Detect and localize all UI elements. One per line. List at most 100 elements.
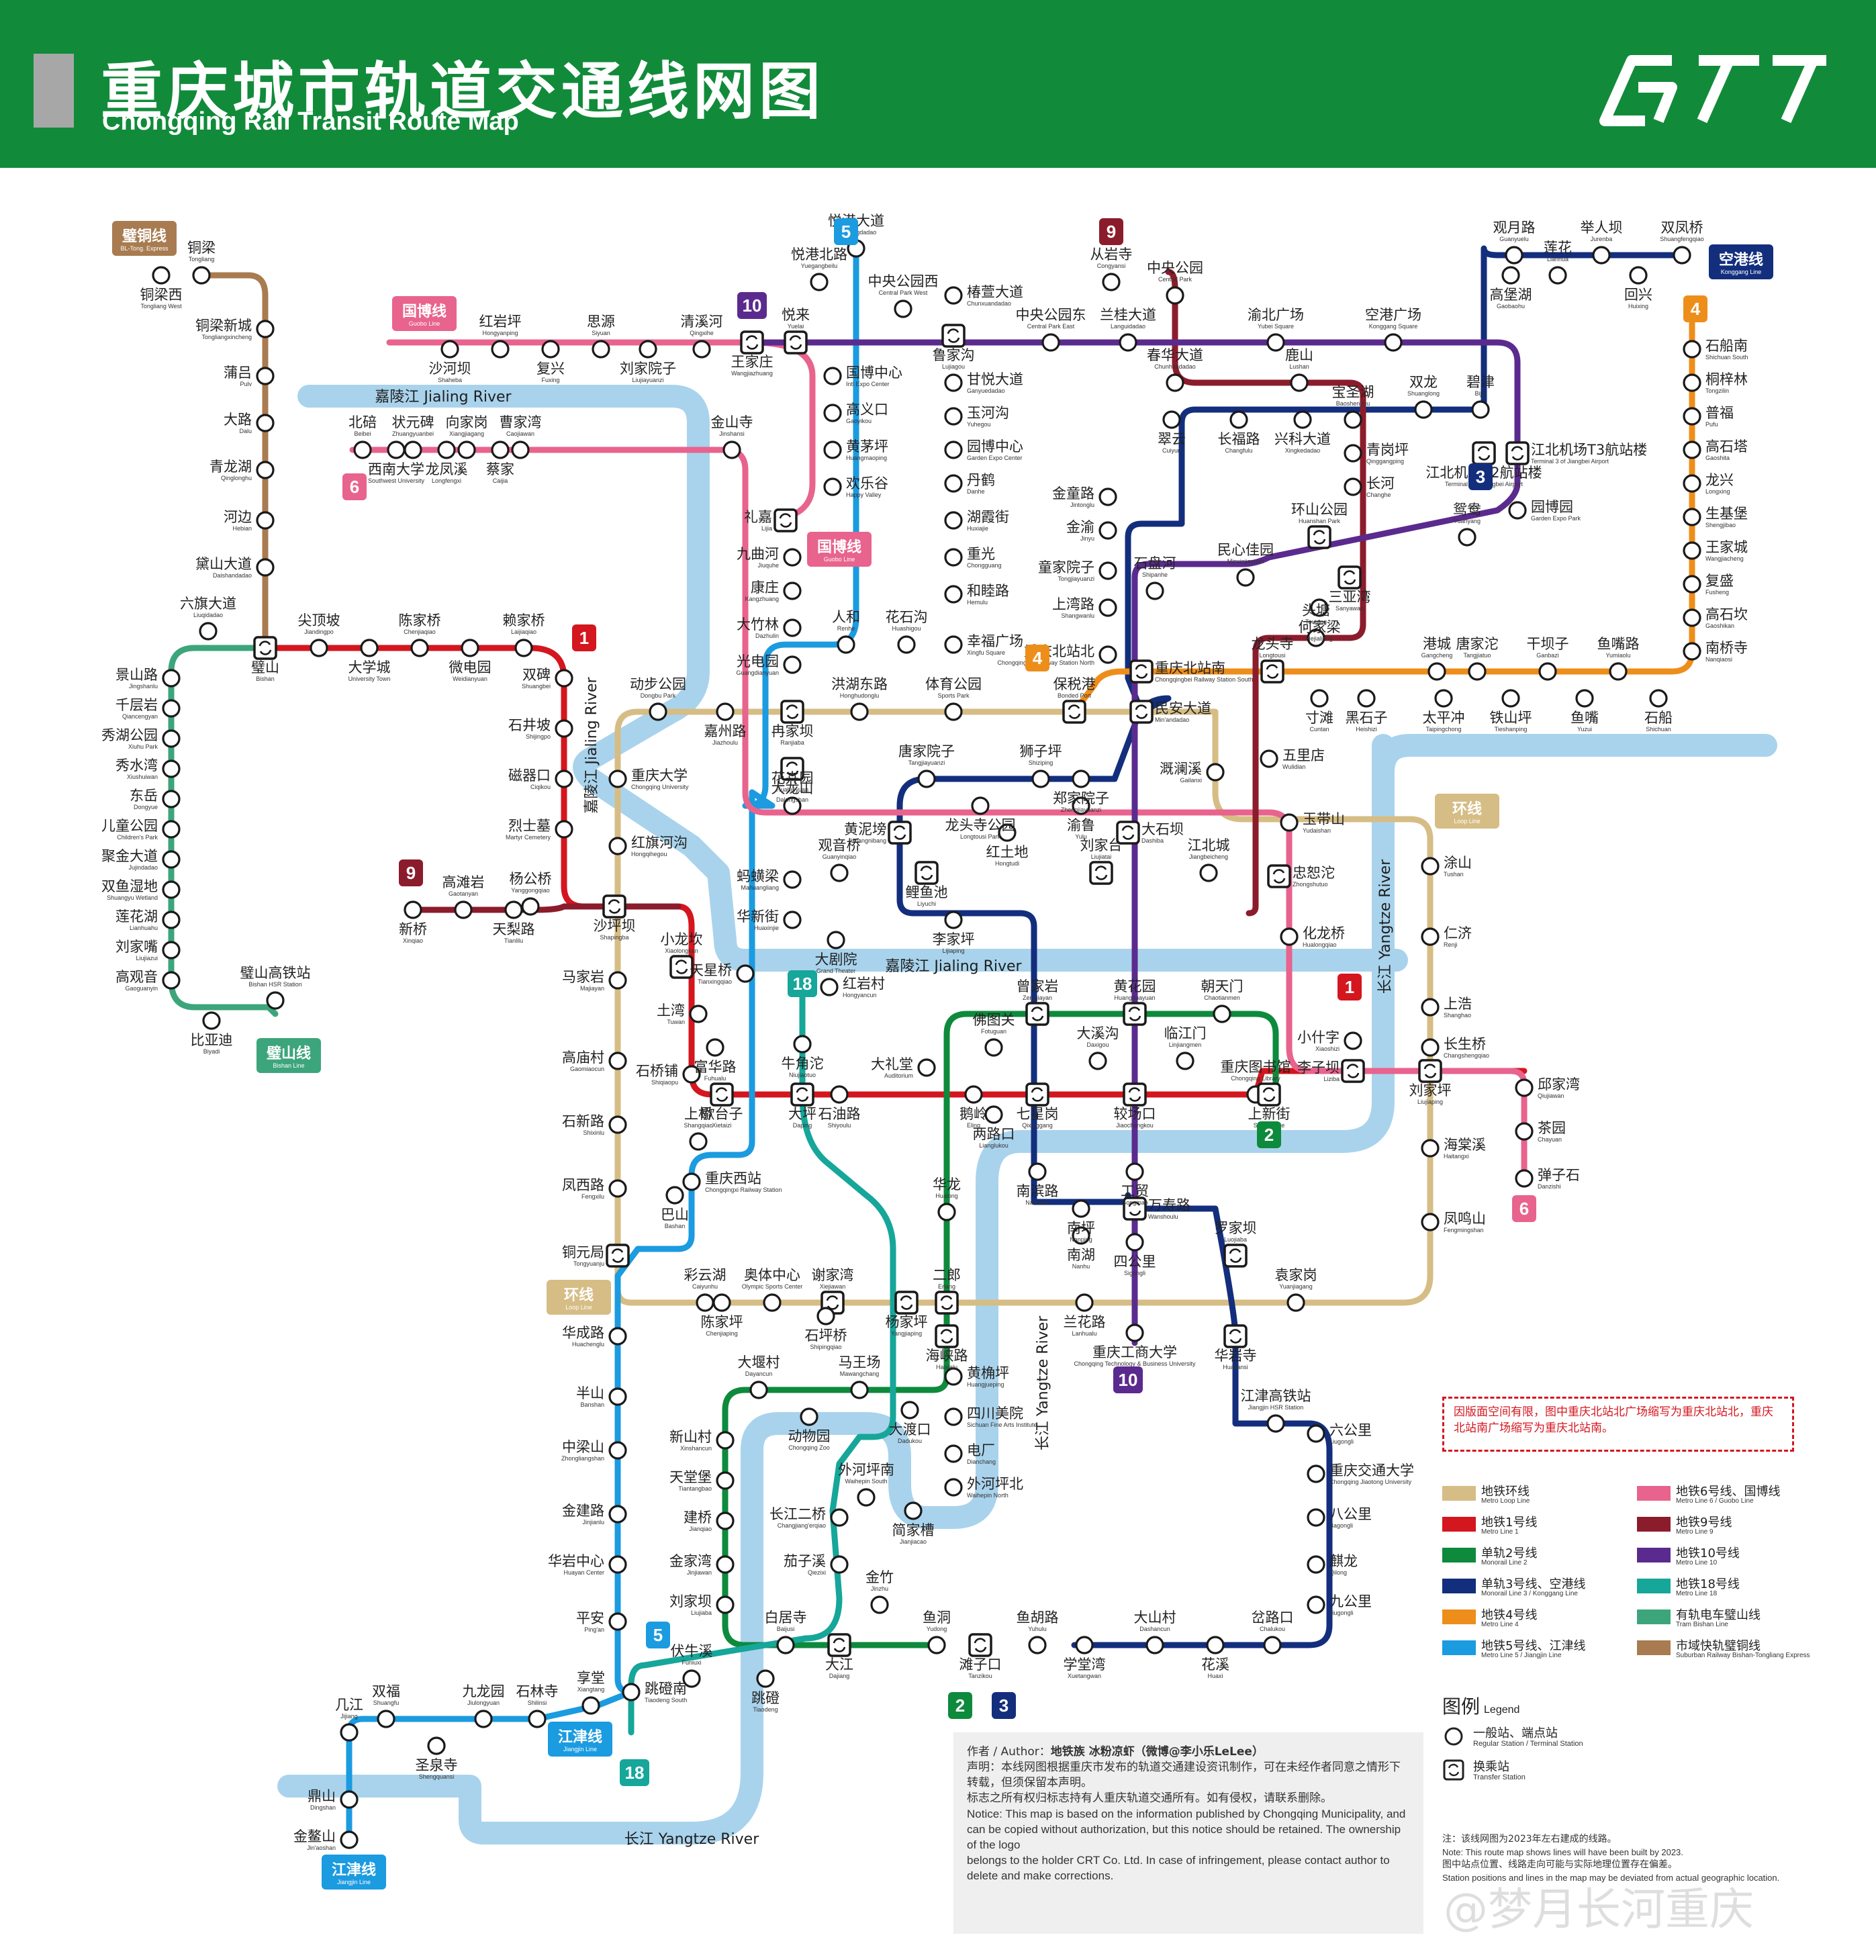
station-name: 观月路: [1493, 220, 1536, 236]
station-name: 举人坝: [1581, 220, 1623, 236]
station-marker: [521, 897, 540, 916]
station-marker: [1125, 1323, 1144, 1342]
station-name: 尖顶坡: [298, 612, 340, 628]
station-marker: [1307, 1595, 1325, 1614]
station-name: 江北城: [1188, 837, 1230, 853]
station-marker: [1683, 373, 1701, 392]
station-name-en: Yanggongqiao: [511, 887, 549, 894]
station-name-en: Toutang: [1305, 618, 1327, 625]
notice-statement-cn2: 标志之所有权归标志持有人重庆轨道交通所有。如有侵权，请联系删除。: [967, 1791, 1332, 1805]
station-marker: [474, 1710, 493, 1728]
station-name: 东岳: [130, 788, 158, 804]
line-badge: 2: [948, 1692, 972, 1719]
river-label: 嘉陵江 Jialing River: [375, 389, 512, 406]
station-name-en: Danhe: [967, 488, 985, 495]
station-name: 双福: [372, 1683, 400, 1699]
line-badge: 3: [992, 1692, 1016, 1719]
station-name: 莲花: [1544, 240, 1572, 256]
transfer-station-icon: [1123, 1082, 1147, 1107]
station-name-en: Nanbinlu: [1025, 1199, 1049, 1206]
transfer-station-icon: [1338, 565, 1362, 590]
station-name-en: Shichuan South: [1705, 354, 1748, 361]
station-marker: [1199, 864, 1218, 882]
station-name: 罗家坝: [1215, 1220, 1257, 1236]
station-name: 大礼堂: [871, 1056, 913, 1072]
station-marker: [682, 1669, 701, 1688]
station-name: 鸳鸯: [1453, 502, 1481, 518]
station-name: 杨家坪: [886, 1314, 928, 1330]
station-name-en: Guanyinqiao: [823, 853, 857, 860]
legend-label: 地铁5号线、江津线: [1481, 1639, 1586, 1653]
author-notice: 作者 / Author：地铁族 冰粉凉虾（微博@李小乐LeLee） 声明：本线网…: [953, 1732, 1423, 1934]
station-name-en: Changjiang'erqiao: [778, 1522, 826, 1529]
legend-label-en: Suburban Railway Bishan-Tongliang Expres…: [1676, 1652, 1810, 1659]
station-name: 茶园: [1538, 1120, 1566, 1136]
transfer-station-icon: [780, 700, 804, 724]
station-name: 铜梁新城: [195, 318, 252, 334]
line-badge: 4: [1025, 645, 1049, 671]
station-name-en: University Town: [348, 675, 391, 682]
station-name-en: Hongyanping: [482, 330, 518, 336]
station-name: 黄泥塝: [844, 821, 886, 837]
station-name: 牛角沱: [782, 1056, 824, 1072]
station-name: 莲花湖: [115, 908, 158, 925]
stations-layer: [152, 239, 1701, 1849]
station-name: 伏牛溪: [671, 1643, 713, 1659]
station-name: 和睦路: [967, 583, 1009, 599]
station-name-en: Gaobaohu: [1497, 303, 1525, 310]
station-marker: [783, 548, 802, 567]
station-name-en: Jingshanlu: [129, 683, 158, 690]
station-marker: [608, 1052, 627, 1070]
line-badge-label: 10: [743, 295, 762, 316]
station-name-en: Haitangxi: [1444, 1153, 1469, 1160]
station-name: 寸滩: [1305, 710, 1333, 726]
station-name: 刘家嘴: [115, 939, 158, 955]
station-marker: [1673, 246, 1691, 265]
station-name-en: Chongguang: [967, 562, 1002, 569]
station-name: 天堂堡: [669, 1469, 712, 1485]
station-marker: [1266, 1414, 1285, 1433]
station-marker: [437, 440, 456, 459]
station-name-en: Nanqiaosi: [1705, 656, 1732, 663]
station-marker: [1031, 769, 1050, 788]
footnote-cn2: 图中站点位置、线路走向可能与实际地理位置存在偏差。: [1442, 1859, 1677, 1870]
station-name-en: Waihepin South: [845, 1478, 887, 1485]
station-name-en: Daishandadao: [213, 572, 252, 579]
station-name: 重庆西站: [705, 1170, 761, 1186]
transfer-station-icon: [914, 861, 939, 885]
transfer-station-icon: [935, 1291, 959, 1315]
station-name: 园博中心: [967, 438, 1023, 455]
transfer-station-icon: [1418, 1059, 1442, 1083]
station-marker: [162, 911, 181, 929]
station-marker: [649, 702, 667, 721]
station-marker: [162, 729, 181, 748]
station-name: 康庄: [751, 579, 779, 596]
station-name-en: Wangjiazhuang: [731, 370, 773, 377]
station-marker: [162, 880, 181, 899]
station-name: 蚂蟥梁: [737, 868, 779, 884]
station-name: 高庙村: [562, 1049, 604, 1066]
station-name: 高观音: [115, 969, 158, 985]
station-name-en: Longfengxi: [432, 477, 461, 484]
station-name-en: Jintonglu: [1070, 502, 1094, 508]
station-name-en: Central Park: [1158, 276, 1192, 283]
station-name-en: Dalu: [239, 428, 252, 434]
station-name-en: Bishan HSR Station: [248, 981, 302, 988]
station-marker: [410, 639, 429, 657]
line-badge: 5: [834, 218, 858, 245]
station-marker: [340, 1830, 359, 1849]
station-marker: [162, 790, 181, 808]
station-marker: [897, 635, 916, 654]
station-name: 跳磴: [751, 1690, 780, 1706]
station-name-en: Jinyu: [1080, 535, 1094, 542]
station-name: 石坪桥: [805, 1327, 847, 1344]
notice-statement-cn: 声明：本线网图根据重庆市发布的轨道交通建设资讯制作，可在未经作者同意之情形下转载…: [967, 1761, 1401, 1789]
line-badge-label: 9: [1107, 222, 1116, 242]
station-marker: [800, 1407, 818, 1426]
station-marker: [1357, 689, 1376, 708]
legend-swatch: [1637, 1609, 1671, 1624]
station-name: 溉澜溪: [1160, 761, 1202, 777]
station-name-en: Liyuchi: [917, 900, 936, 907]
